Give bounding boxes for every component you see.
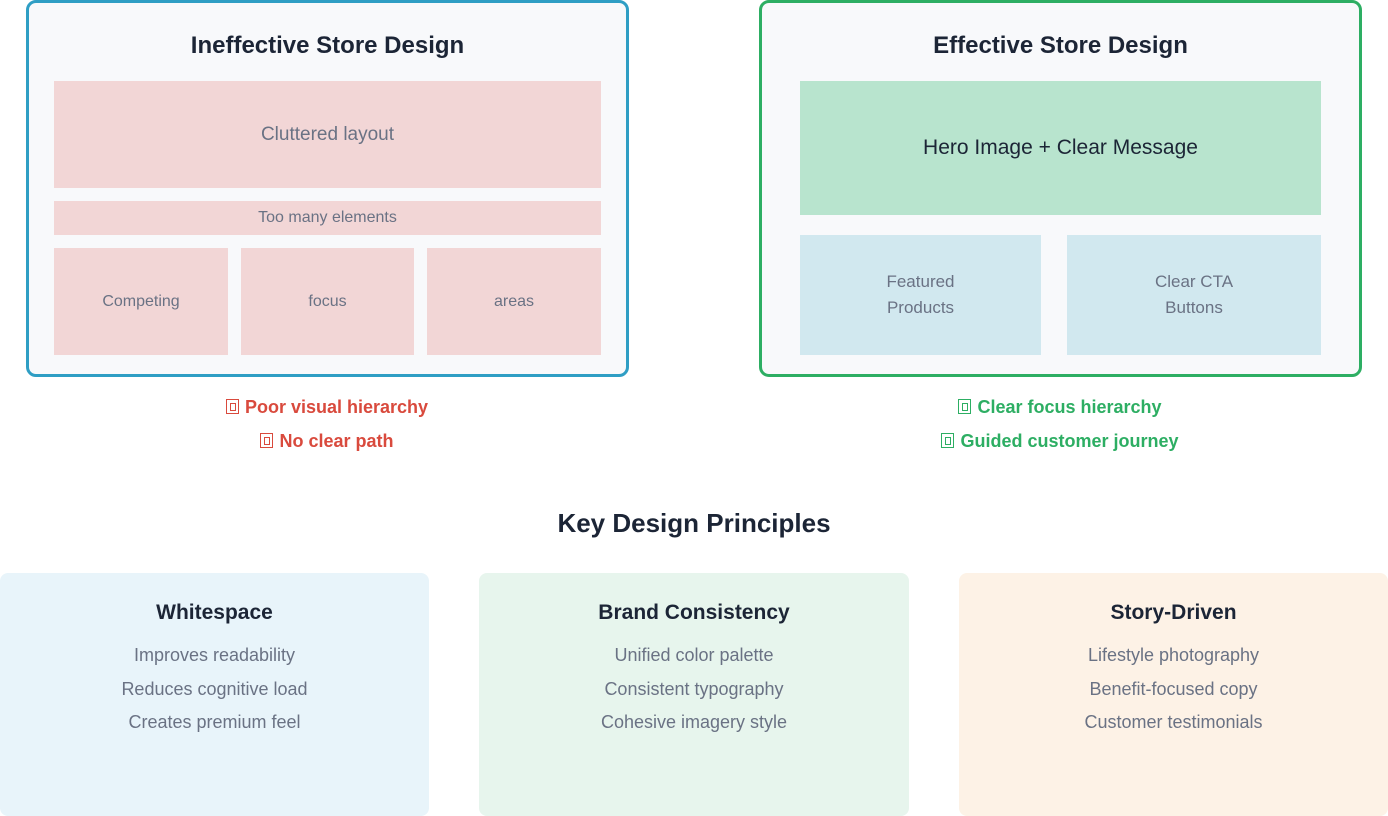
competing-box: Competing <box>54 248 228 355</box>
principle-card-brand-consistency: Brand Consistency Unified color palette … <box>479 573 909 816</box>
principle-card-story-driven: Story-Driven Lifestyle photography Benef… <box>959 573 1388 816</box>
focus-box: focus <box>241 248 414 355</box>
clear-cta-line1: Clear CTA <box>1154 272 1234 291</box>
too-many-elements-box: Too many elements <box>54 201 601 235</box>
principle-item: Unified color palette <box>614 645 774 665</box>
checkmark-icon <box>958 399 972 414</box>
clear-cta-line2: Buttons <box>1165 298 1223 317</box>
featured-products-line1: Featured <box>886 272 955 291</box>
principle-card-list: Unified color palette Consistent typogra… <box>479 643 909 744</box>
principle-item: Customer testimonials <box>1084 712 1263 732</box>
clear-cta-box: Clear CTA Buttons <box>1067 235 1321 355</box>
principle-card-whitespace: Whitespace Improves readability Reduces … <box>0 573 429 816</box>
principle-card-list: Improves readability Reduces cognitive l… <box>0 643 429 744</box>
effective-note-1: Clear focus hierarchy <box>830 397 1290 418</box>
hero-image-box: Hero Image + Clear Message <box>800 81 1321 215</box>
key-design-principles-title: Key Design Principles <box>557 508 831 538</box>
principle-item: Benefit-focused copy <box>1089 678 1258 699</box>
featured-products-box: Featured Products <box>800 235 1041 355</box>
checkmark-icon <box>941 433 955 448</box>
effective-panel-title: Effective Store Design <box>933 32 1188 59</box>
cluttered-layout-box: Cluttered layout <box>54 81 601 188</box>
ineffective-note-1: Poor visual hierarchy <box>97 397 557 418</box>
ineffective-note-2: No clear path <box>97 431 557 452</box>
principle-item: Lifestyle photography <box>1087 645 1260 665</box>
principle-card-title: Brand Consistency <box>598 601 790 624</box>
effective-note-2-text: Guided customer journey <box>960 431 1179 451</box>
principle-item: Reduces cognitive load <box>121 678 308 699</box>
warning-icon <box>260 433 274 448</box>
principle-item: Consistent typography <box>604 678 784 699</box>
featured-products-line2: Products <box>886 298 955 317</box>
principle-card-title: Whitespace <box>156 601 273 624</box>
ineffective-note-1-text: Poor visual hierarchy <box>244 397 429 417</box>
principle-item: Creates premium feel <box>128 712 301 732</box>
principle-card-list: Lifestyle photography Benefit-focused co… <box>959 643 1388 744</box>
principle-item: Improves readability <box>133 645 296 665</box>
warning-icon <box>225 399 239 414</box>
areas-box: areas <box>427 248 601 355</box>
principle-card-title: Story-Driven <box>1110 601 1237 624</box>
effective-note-1-text: Clear focus hierarchy <box>977 397 1162 417</box>
ineffective-panel-title: Ineffective Store Design <box>190 32 465 59</box>
principle-item: Cohesive imagery style <box>600 712 788 732</box>
effective-note-2: Guided customer journey <box>830 431 1290 452</box>
ineffective-note-2-text: No clear path <box>279 431 394 451</box>
